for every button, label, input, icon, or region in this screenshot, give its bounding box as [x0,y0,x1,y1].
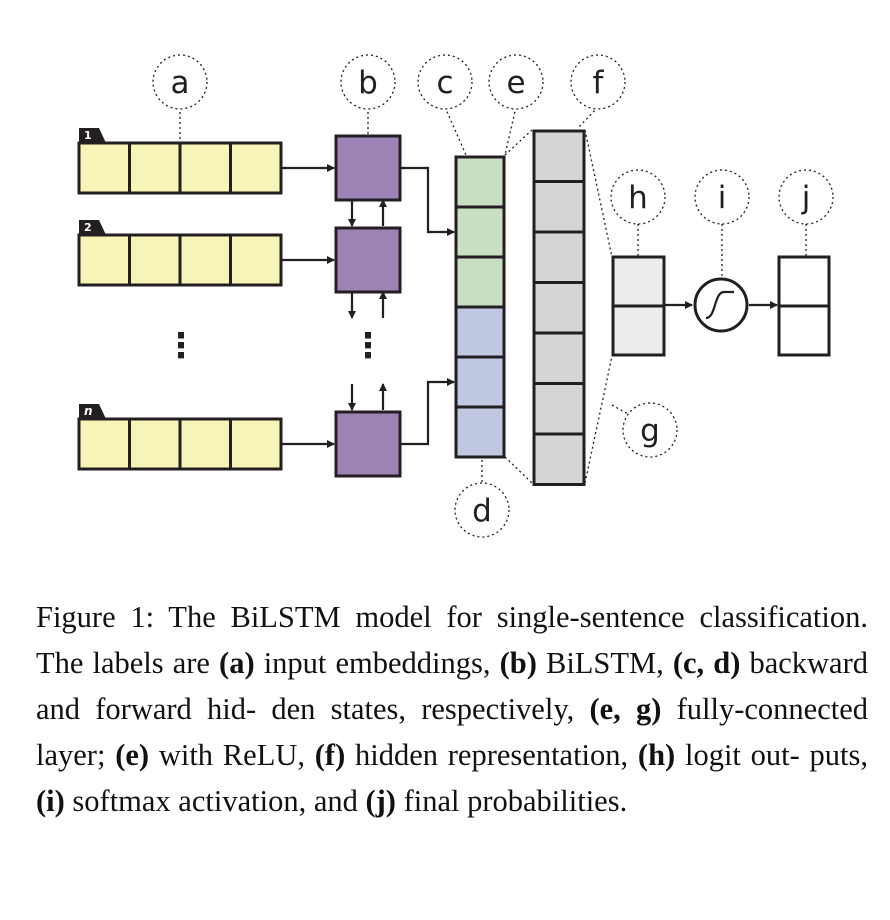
callout-e: e [488,54,544,110]
callout-label-g: g [640,413,660,449]
input-tab-label: 2 [84,221,92,234]
input-tab-label: n [84,404,93,418]
bilstm-cell-2 [334,226,402,294]
caption-text: fully-connected layer; [36,692,868,772]
caption-text: Figure 1: The BiLSTM model for single-se… [36,600,685,634]
callout-label-h: h [628,180,648,216]
callout-label-e: e [506,65,525,101]
bilstm-diagram: a b c e f h i j g d 1 2 n ⋮ ⋮ [77,54,834,538]
callout-a: a [152,54,208,110]
caption-text: final probabilities. [395,784,628,818]
caption-text: logit out- [675,738,800,772]
callout-label-c: c [436,65,453,101]
input-tab [79,220,106,235]
embedding-cell [128,233,182,287]
callout-label-f: f [593,65,605,101]
callout-label-b: b [358,65,378,101]
caption-label-ref: (f) [314,738,346,772]
backward-hidden-cell [454,205,506,259]
hidden-representation-cell [532,432,586,486]
caption-text: input embeddings, [254,646,491,680]
caption-text: classification. The labels are [36,600,869,680]
caption-label-ref: (e) [115,738,150,772]
callout-label-d: d [472,493,492,529]
callout-j: j [778,169,834,225]
callout-f: f [570,54,626,110]
input-tab [79,128,106,143]
hidden-representation-cell [532,230,586,284]
backward-hidden-cell [454,255,506,309]
forward-hidden-cell [454,305,506,359]
embedding-cell [77,233,131,287]
arrow-lstm1-to-hidden [400,166,455,236]
hidden-representation-cell [532,382,586,436]
embedding-cell [178,417,232,471]
arrow-lstmn-to-hidden [400,378,455,446]
figure-caption: Figure 1: The BiLSTM model for single-se… [36,594,868,824]
input-tab [79,404,106,419]
flow-arrows [282,164,778,448]
caption-label-ref: (i) [36,784,65,818]
hidden-representation-cell [532,331,586,385]
caption-text: hidden representation, [345,738,638,772]
ellipsis-inputs: ⋮ [164,326,198,366]
embedding-cell [77,141,131,195]
embedding-cell [128,417,182,471]
caption-text: softmax activation, and [64,784,366,818]
caption-label-ref: (a) [219,646,255,680]
logit-cell [611,304,666,357]
backward-hidden-cell [454,155,506,209]
input-embedding-row-1: 1 [77,128,283,195]
forward-hidden-cell [454,355,506,409]
softmax-activation [693,277,749,333]
caption-label-ref: (b) [499,646,537,680]
hidden-representation-cell [532,129,586,183]
callout-i: i [694,169,750,225]
embedding-cell [229,141,283,195]
caption-text: puts, [809,738,869,772]
caption-label-ref: (j) [365,784,396,818]
ellipsis-bilstm: ⋮ [351,326,385,366]
probability-cell [777,304,831,357]
callout-label-j: j [801,180,811,216]
embedding-cell [229,417,283,471]
caption-text: den states, respectively, [271,692,590,726]
hidden-representation-cell [532,180,586,234]
caption-label-ref: (h) [637,738,676,772]
logit-cell [611,255,666,308]
input-embedding-row-3: n [77,404,283,471]
callout-leader-lines [179,106,807,486]
caption-label-ref: (e, g) [589,692,662,726]
caption-text: BiLSTM, [536,646,673,680]
probability-cell [777,255,831,308]
caption-label-ref: (c, d) [672,646,741,680]
callout-label-i: i [718,180,727,216]
input-tab-label: 1 [84,129,92,142]
caption-text: with ReLU, [149,738,315,772]
callout-d: d [454,482,510,538]
caption-text: backward and forward hid- [36,646,869,726]
bilstm-cell-3 [334,410,402,478]
input-embedding-row-2: 2 [77,220,283,287]
forward-hidden-cell [454,405,506,459]
embedding-cell [128,141,182,195]
callout-h: h [610,169,666,225]
embedding-cell [178,233,232,287]
bilstm-cell-1 [334,134,402,202]
embedding-cell [77,417,131,471]
callout-c: c [417,54,473,110]
callout-b: b [340,54,396,110]
callout-label-a: a [171,65,190,101]
embedding-cell [178,141,232,195]
callout-g: g [622,402,678,458]
embedding-cell [229,233,283,287]
sigmoid-curve-icon [705,290,734,320]
hidden-representation-cell [532,281,586,335]
